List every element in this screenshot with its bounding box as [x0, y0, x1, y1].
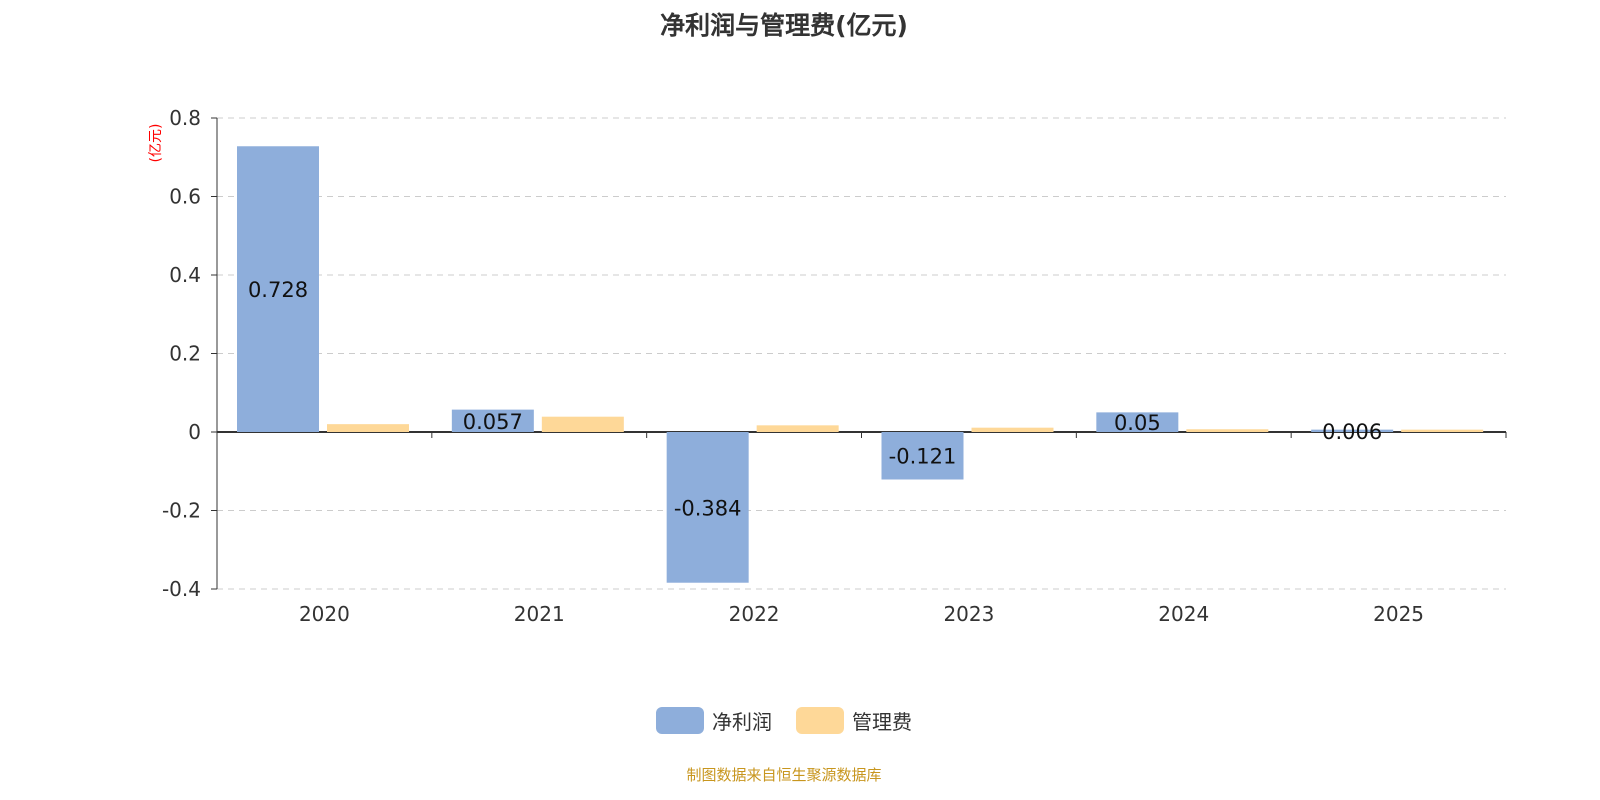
x-tick-label: 2021 [514, 602, 565, 626]
x-tick-label: 2024 [1158, 602, 1209, 626]
legend-item-net-profit[interactable]: 净利润 [656, 706, 772, 735]
y-tick-label: 0 [188, 420, 201, 444]
x-tick-label: 2022 [729, 602, 780, 626]
x-tick-label: 2025 [1373, 602, 1424, 626]
y-tick-label: 0.4 [169, 263, 201, 287]
legend-item-admin-expense[interactable]: 管理费 [796, 706, 912, 735]
bar-net-profit [237, 146, 319, 432]
y-tick-label: -0.2 [162, 499, 201, 523]
data-label: 0.006 [1322, 420, 1382, 444]
bar-net-profit [881, 432, 964, 480]
legend-label: 管理费 [852, 710, 912, 734]
bar-admin-expense [1401, 429, 1484, 432]
legend-swatch [656, 707, 704, 734]
data-label: 0.057 [463, 410, 523, 434]
bar-admin-expense [971, 427, 1054, 432]
y-tick-label: 0.6 [169, 185, 201, 209]
source-note: 制图数据来自恒生聚源数据库 [686, 766, 882, 784]
data-label: -0.121 [889, 445, 957, 469]
legend-swatch [796, 707, 844, 734]
y-tick-label: 0.8 [169, 106, 201, 130]
bar-net-profit [1096, 412, 1179, 432]
bar-net-profit [451, 409, 534, 432]
x-tick-label: 2020 [299, 602, 350, 626]
x-tick-label: 2023 [943, 602, 994, 626]
chart-title: 净利润与管理费(亿元) [660, 11, 908, 40]
data-label: 0.05 [1114, 411, 1161, 435]
y-tick-label: 0.2 [169, 342, 201, 366]
bar-admin-expense [1186, 429, 1269, 432]
legend: 净利润 管理费 [0, 706, 1568, 735]
y-tick-label: -0.4 [162, 577, 201, 601]
data-label: 0.728 [248, 278, 308, 302]
bar-net-profit [666, 432, 749, 583]
bar-net-profit [1311, 429, 1394, 432]
bar-admin-expense [327, 424, 409, 432]
data-label: -0.384 [674, 496, 742, 520]
bar-admin-expense [756, 425, 839, 432]
y-axis-label: (亿元) [148, 124, 164, 163]
legend-label: 净利润 [712, 710, 772, 734]
bar-admin-expense [541, 416, 624, 432]
